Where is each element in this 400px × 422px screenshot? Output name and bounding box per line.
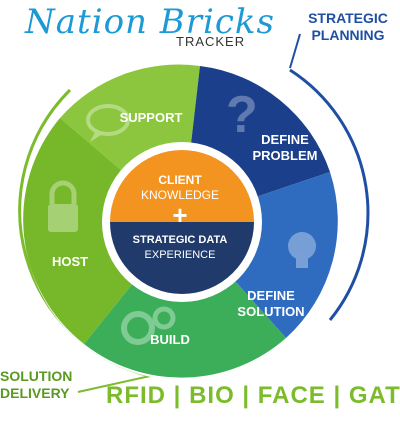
footer-separator: | <box>242 382 251 409</box>
label-build: BUILD <box>150 332 190 347</box>
lightbulb-icon <box>288 232 316 268</box>
center-experience-label: EXPERIENCE <box>144 249 216 261</box>
footer-item-face: FACE <box>257 382 326 409</box>
gears-icon <box>121 306 176 345</box>
center-knowledge-label: KNOWLEDGE <box>140 188 219 202</box>
chat-icon <box>86 104 130 142</box>
brand-title: Nation Bricks <box>25 2 275 42</box>
solution-delivery-line1: SOLUTION <box>0 368 73 384</box>
footer-tags: RFID | BIO | FACE | GATE <box>106 382 400 410</box>
strategic-planning-line2: PLANNING <box>311 27 385 43</box>
footer-item-gate: GATE <box>348 382 400 409</box>
connector-delivery <box>77 375 151 393</box>
solution-delivery-line2: DELIVERY <box>0 385 70 401</box>
lock-icon <box>48 180 78 232</box>
question-mark-icon: ? <box>226 86 258 144</box>
center-client-label: CLIENT <box>158 173 202 187</box>
strategic-planning-line1: STRATEGIC <box>308 10 388 26</box>
strategic-planning-label: STRATEGIC PLANNING <box>302 10 394 44</box>
center-strategic-data-label: STRATEGIC DATA <box>132 234 228 246</box>
center-bottom-half <box>110 222 254 294</box>
brand-subtitle: TRACKER <box>176 34 246 49</box>
footer-separator: | <box>333 382 342 409</box>
label-define-problem-line1: DEFINE <box>261 132 309 147</box>
center-top-half <box>110 150 254 222</box>
outer-ring-blue <box>289 68 370 321</box>
label-define-solution-line2: SOLUTION <box>237 304 305 319</box>
label-support: SUPPORT <box>119 110 183 125</box>
center-plus-sign: + <box>172 200 188 230</box>
footer-separator: | <box>173 382 182 409</box>
label-define-problem-line2: PROBLEM <box>252 148 318 163</box>
label-host: HOST <box>51 254 89 269</box>
solution-delivery-label: SOLUTION DELIVERY <box>0 368 90 402</box>
label-define-solution: DEFINE SOLUTION <box>226 288 316 320</box>
label-define-solution-line1: DEFINE <box>247 288 295 303</box>
connector-strategic <box>289 33 301 69</box>
footer-item-rfid: RFID <box>106 382 166 409</box>
label-define-problem: DEFINE PROBLEM <box>240 132 330 164</box>
footer-item-bio: BIO <box>189 382 235 409</box>
